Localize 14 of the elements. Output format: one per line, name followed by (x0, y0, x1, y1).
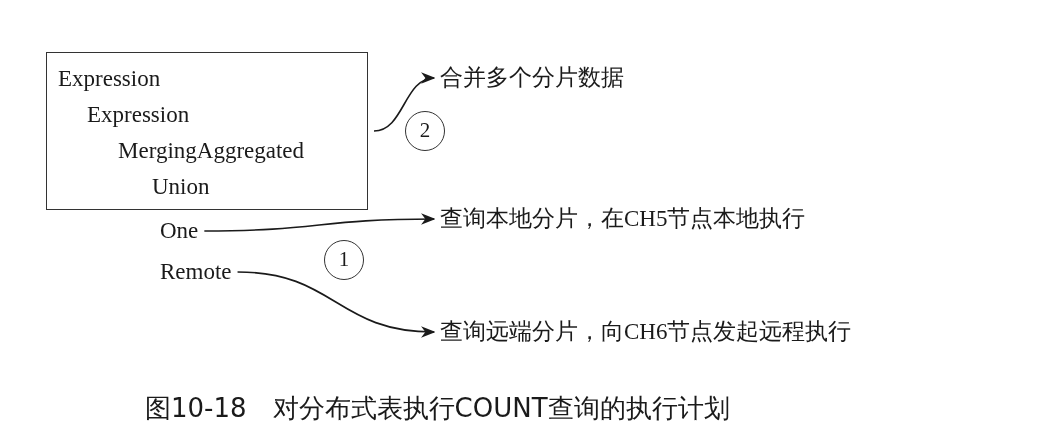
step-label: 合并多个分片数据 (440, 62, 624, 94)
operator-name: Union (152, 173, 210, 201)
figure-caption: 图10-18 对分布式表执行COUNT查询的执行计划 (145, 392, 730, 425)
step-label: 查询本地分片，在CH5节点本地执行 (440, 203, 806, 235)
arrow (236, 271, 436, 338)
step-label: 查询远端分片，向CH6节点发起远程执行 (440, 316, 852, 348)
arrow (373, 74, 436, 132)
operator-name: Expression (87, 101, 190, 129)
operator-name: MergingAggregated (118, 137, 305, 165)
operator-name: Expression (58, 65, 161, 93)
step-label: Remote (160, 256, 232, 288)
plan-box (46, 52, 368, 210)
arrow (203, 213, 436, 232)
step-label: One (160, 215, 199, 247)
